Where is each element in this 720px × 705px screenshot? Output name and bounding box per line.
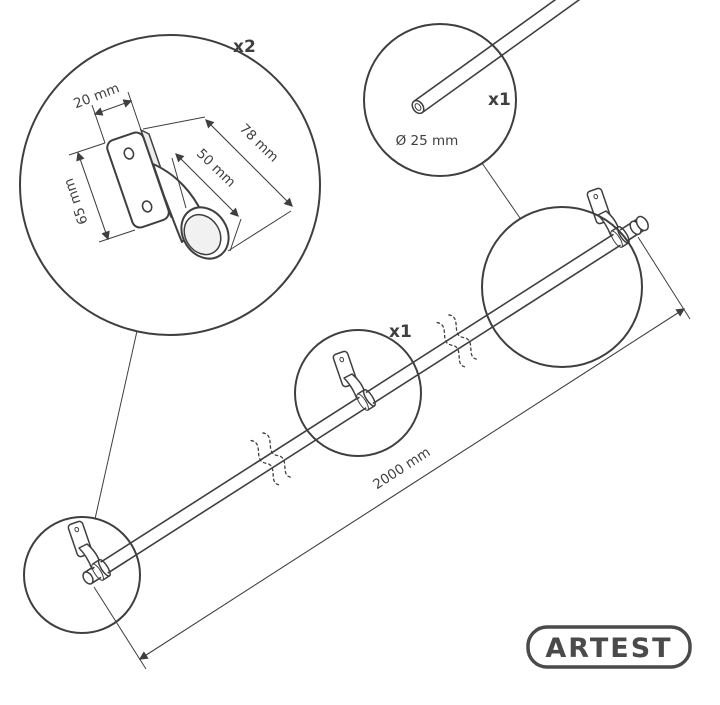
detail-leader-line-bracket — [94, 330, 138, 520]
brand-logo: ARTEST — [526, 625, 692, 669]
rod-right-end-cap — [635, 215, 649, 232]
bracket-detail-drawing: 20 mm 65 mm 50 mm 78 mm — [61, 80, 293, 260]
detail-circle-right-bracket — [481, 206, 643, 368]
dimension-line — [138, 308, 686, 660]
logo-border — [526, 625, 692, 669]
total-depth-label: 78 mm — [236, 121, 281, 166]
rod-left-tip — [82, 571, 94, 585]
rod-bore — [414, 103, 422, 111]
middle-bracket-quantity-label: x1 — [389, 322, 412, 342]
detail-circle-bracket — [19, 34, 321, 336]
screw-hole — [141, 200, 153, 213]
rod-end-detail-piece — [411, 0, 598, 115]
extension-line — [93, 586, 147, 670]
detail-circle-middle-bracket — [294, 329, 422, 457]
cap-face — [183, 213, 222, 256]
plate-height-label: 65 mm — [61, 176, 92, 226]
rod-diameter-label: Ø 25 mm — [396, 133, 459, 149]
dimension-rod-length: 2000 mm — [93, 236, 691, 670]
cap-diameter-label: 50 mm — [193, 146, 238, 191]
screw-hole — [123, 147, 135, 160]
bracket-cap — [180, 206, 230, 260]
detail-circle-rod-end — [363, 23, 517, 177]
detail-leader-line-rod-end — [481, 162, 521, 219]
rod-end-face — [411, 99, 425, 115]
extension-line — [637, 236, 691, 320]
logo-text: ARTEST — [545, 633, 672, 664]
detail-circle-left-bracket — [23, 516, 141, 634]
bracket-quantity-label: x2 — [233, 37, 256, 57]
rod-quantity-label: x1 — [488, 90, 511, 110]
